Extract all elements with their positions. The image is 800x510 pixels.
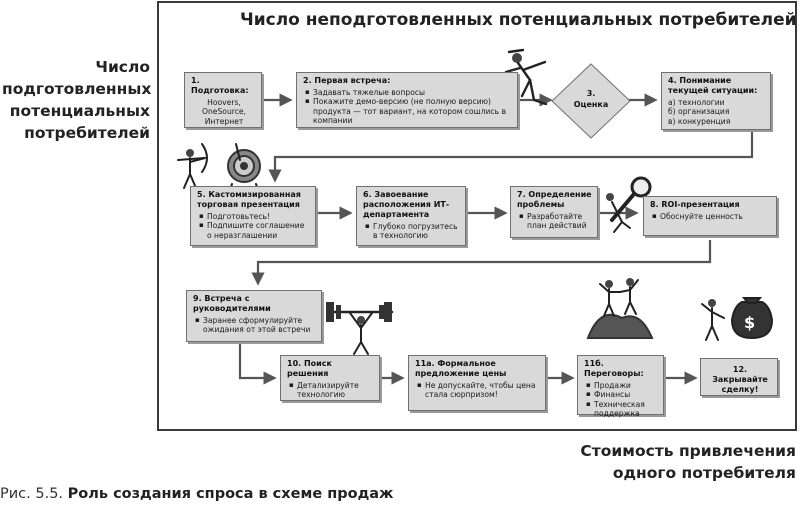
step-title: 3. Оценка (573, 89, 609, 109)
step-items: Заранее сформулируйте ожидания от этой в… (193, 316, 317, 335)
climbing-man-icon (504, 48, 548, 106)
step-item: Глубоко погрузитесь в технологию (365, 222, 461, 241)
step-5-custom-presentation: 5. Кастомизированная торговая презентаци… (190, 186, 316, 246)
step-item: Детализируйте технологию (289, 381, 375, 400)
step-items: Не допускайте, чтобы цена стала сюрпризо… (415, 381, 541, 400)
step-7-problem-definition: 7. Определение проблемы Разработайте пла… (510, 186, 598, 238)
step-10-solution-search: 10. Поиск решения Детализируйте технолог… (280, 355, 380, 401)
step-line: Hoovers, (207, 98, 241, 107)
step-item: Подготовьтесь! (199, 212, 311, 222)
step-item: Покажите демо-версию (не полную версию) … (305, 97, 513, 125)
step-title: 1. Подготовка: (191, 76, 249, 95)
step-6-it-department: 6. Завоевание расположения ИТ-департамен… (356, 186, 466, 246)
step-title: 12. Закрывайте сделку! (712, 365, 768, 394)
prepared-customers-label: Число подготовленных потенциальных потре… (2, 58, 152, 142)
step-items: Обоснуйте ценность (650, 212, 772, 222)
step-line: OneSource, (202, 107, 246, 117)
mountain-celebration-icon (586, 278, 654, 339)
acquisition-cost-label: Стоимость привлечения одного потребителя (580, 442, 796, 482)
step-items: Продажи Финансы Техническая поддержка (584, 381, 659, 419)
step-items: Детализируйте технологию (287, 381, 375, 400)
step-item: Обоснуйте ценность (652, 212, 772, 222)
archer-target-icon (177, 143, 261, 197)
step-item: Разработайте план действий (519, 212, 593, 231)
step-item: Техническая поддержка (586, 400, 659, 419)
figure-caption: Рис. 5.5. Роль создания спроса в схеме п… (0, 486, 394, 502)
step-4-current-situation: 4. Понимание текущей ситуации: а) технол… (661, 72, 771, 130)
step-item: Продажи (586, 381, 659, 391)
step-item: Не допускайте, чтобы цена стала сюрпризо… (417, 381, 541, 400)
step-line: в) конкуренция (668, 116, 731, 126)
step-title: 11а. Формальное предложение цены (415, 359, 507, 378)
step-9-executive-meeting: 9. Встреча с руководителями Заранее сфор… (186, 290, 322, 342)
money-bag-icon: $ (701, 297, 774, 341)
step-title: 6. Завоевание расположения ИТ-департамен… (363, 190, 450, 219)
diagram-title: Число неподготовленных потенциальных пот… (240, 10, 797, 30)
step-items: Разработайте план действий (517, 212, 593, 231)
evaluation-diamond (551, 63, 631, 139)
step-title: 8. ROI-презентация (650, 200, 740, 209)
step-3-evaluation: 3. Оценка (562, 88, 620, 110)
step-title: 5. Кастомизированная торговая презентаци… (197, 190, 301, 209)
step-items: Глубоко погрузитесь в технологию (363, 222, 461, 241)
step-items: Подготовьтесь! Подпишите соглашение о не… (197, 212, 311, 240)
step-title: 4. Понимание текущей ситуации: (668, 76, 758, 95)
step-title: 7. Определение проблемы (517, 190, 592, 209)
step-11a-price-offer: 11а. Формальное предложение цены Не допу… (408, 355, 546, 411)
step-title: 2. Первая встреча: (303, 76, 391, 85)
arrow-9-10 (238, 344, 277, 385)
caption-prefix: Рис. 5.5. (0, 486, 64, 502)
step-title: 9. Встреча с руководителями (193, 294, 271, 313)
step-title: 10. Поиск решения (287, 359, 332, 378)
caption-text: Роль создания спроса в схеме продаж (67, 486, 394, 502)
step-11b-negotiations: 11б. Переговоры: Продажи Финансы Техниче… (577, 355, 664, 418)
step-line: а) технологии (668, 98, 725, 107)
step-line: Интернет (204, 116, 244, 126)
step-1-preparation: 1. Подготовка: Hoovers, OneSource, Интер… (184, 72, 262, 128)
step-8-roi-presentation: 8. ROI-презентация Обоснуйте ценность (643, 196, 777, 236)
step-item: Подпишите соглашение о неразглашении (199, 221, 311, 240)
arrow-4-5 (268, 130, 754, 183)
step-item: Заранее сформулируйте ожидания от этой в… (195, 316, 317, 335)
magnifier-icon (606, 176, 652, 233)
step-items: Задавать тяжелые вопросы Покажите демо-в… (303, 88, 513, 126)
arrow-8-9 (251, 240, 712, 286)
step-line: б) организация (668, 107, 730, 117)
svg-text:$: $ (744, 313, 755, 332)
step-item: Финансы (586, 390, 659, 400)
step-title: 11б. Переговоры: (584, 359, 644, 378)
weightlifter-icon (326, 302, 394, 355)
step-item: Задавать тяжелые вопросы (305, 88, 513, 98)
step-12-close-deal: 12. Закрывайте сделку! (700, 358, 778, 396)
step-2-first-meeting: 2. Первая встреча: Задавать тяжелые вопр… (296, 72, 518, 128)
